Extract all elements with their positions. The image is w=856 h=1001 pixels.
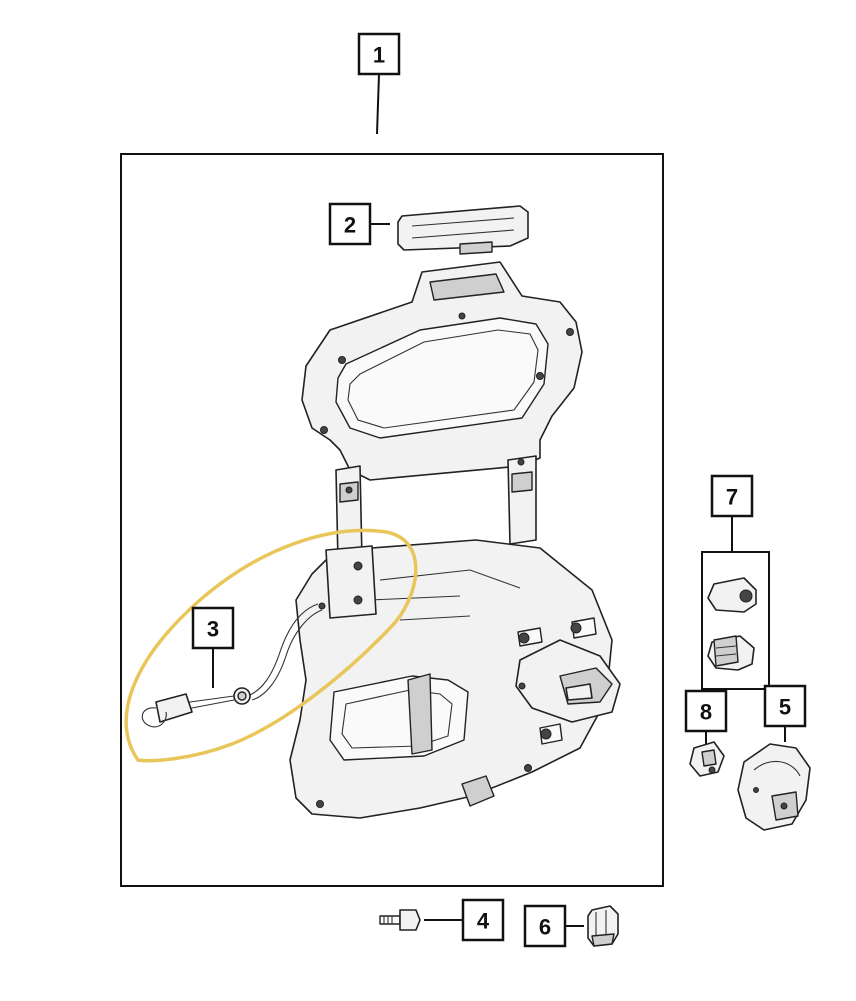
callout-5[interactable]: 5 bbox=[763, 684, 807, 728]
wheel-stud-b bbox=[570, 617, 597, 639]
lug-nut-part bbox=[587, 905, 619, 947]
leader-1 bbox=[376, 73, 380, 135]
light-bar-part bbox=[397, 205, 529, 255]
callout-3[interactable]: 3 bbox=[191, 606, 235, 650]
callout-5-label: 5 bbox=[779, 695, 791, 720]
assembly-frame bbox=[120, 153, 664, 887]
callout-7[interactable]: 7 bbox=[710, 474, 754, 518]
mounting-bracket-part bbox=[289, 261, 621, 819]
part-7-group-frame bbox=[701, 551, 770, 690]
callout-3-label: 3 bbox=[207, 617, 219, 642]
callout-2[interactable]: 2 bbox=[328, 202, 372, 246]
callout-6-label: 6 bbox=[539, 915, 551, 940]
bolt-part bbox=[379, 909, 421, 931]
callout-2-label: 2 bbox=[344, 213, 356, 238]
callout-1-label: 1 bbox=[373, 43, 385, 68]
wheel-stud-a bbox=[517, 627, 543, 647]
callout-8[interactable]: 8 bbox=[684, 689, 728, 733]
callout-6[interactable]: 6 bbox=[523, 904, 567, 948]
callout-4[interactable]: 4 bbox=[461, 898, 505, 942]
callout-1[interactable]: 1 bbox=[357, 32, 401, 76]
callout-7-label: 7 bbox=[726, 485, 738, 510]
wheel-stud-c bbox=[539, 723, 563, 745]
highlight-ellipse bbox=[124, 528, 418, 763]
sensor-cover-part bbox=[737, 743, 811, 831]
wire-harness-part bbox=[141, 602, 326, 728]
valve-stem-part bbox=[689, 741, 725, 777]
wheel-lock-insert-part bbox=[707, 577, 757, 671]
callout-8-label: 8 bbox=[700, 700, 712, 725]
callout-4-label: 4 bbox=[477, 909, 490, 934]
